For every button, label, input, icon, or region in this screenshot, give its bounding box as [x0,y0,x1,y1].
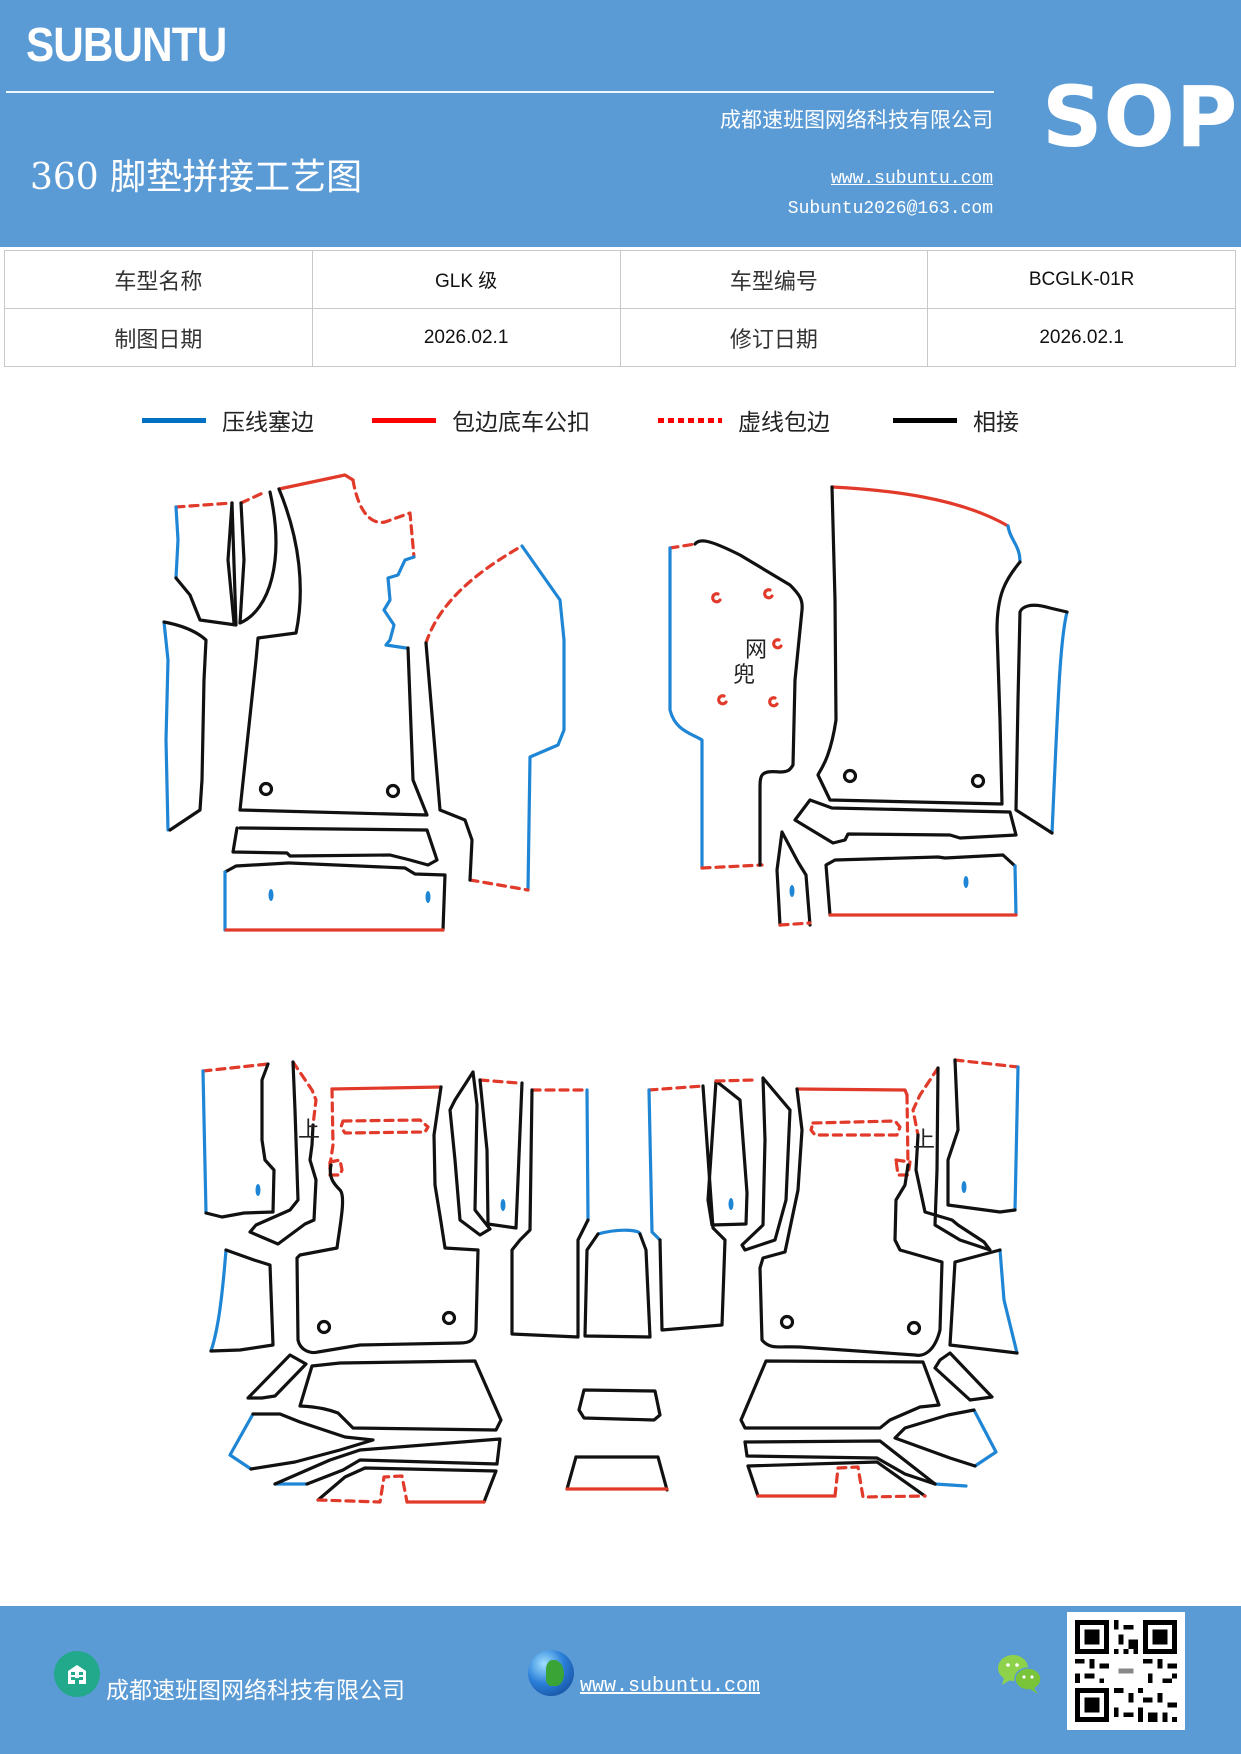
building-icon [54,1651,100,1697]
draw-date-label: 制图日期 [4,308,313,367]
black-line-swatch [893,417,957,423]
blue-line-swatch [142,417,206,423]
company-name: 成都速班图网络科技有限公司 [720,108,993,132]
rear-left-mat-group: 上 [201,1060,590,1504]
net-pocket-label: 网 [745,638,767,663]
footer-company-name: 成都速班图网络科技有限公司 [106,1678,405,1704]
table-row: 车型名称 GLK 级 车型编号 BCGLK-01R [4,250,1236,309]
email-address[interactable]: Subuntu2026@163.com [787,199,993,219]
table-row: 制图日期 2026.02.1 修订日期 2026.02.1 [4,308,1236,367]
legend-label: 虚线包边 [738,410,830,436]
legend-item-press-line: 压线塞边 [142,400,314,440]
front-left-mat-group [162,473,566,932]
vehicle-info-table: 车型名称 GLK 级 车型编号 BCGLK-01R 制图日期 2026.02.1… [4,250,1236,367]
legend-label: 包边底车公扣 [452,410,590,436]
line-legend: 压线塞边 包边底车公扣 虚线包边 相接 [0,400,1241,440]
revision-date-value: 2026.02.1 [927,308,1236,367]
legend-label: 相接 [973,410,1019,436]
header-divider [6,91,994,93]
red-line-swatch [372,417,436,423]
net-pocket-label: 兜 [733,663,755,688]
model-code-value: BCGLK-01R [927,250,1236,309]
draw-date-value: 2026.02.1 [311,308,621,367]
floor-mat-diagram: .k { stroke:#111; stroke-width:3.2; fill… [162,473,1069,1504]
revision-date-label: 修订日期 [619,308,929,367]
sop-badge: SOP [1042,68,1239,166]
footer-website-link[interactable]: www.subuntu.com [580,1675,761,1698]
legend-item-binding-clip: 包边底车公扣 [372,400,590,440]
up-marker-left: 上 [298,1118,320,1143]
document-title: 360 脚垫拼接工艺图 [30,157,363,198]
qr-code [1067,1612,1185,1730]
legend-item-joined: 相接 [893,400,1019,440]
red-dotted-swatch [658,417,722,423]
brand-logo: SUBUNTU [26,19,227,72]
header-banner: SUBUNTU 360 脚垫拼接工艺图 成都速班图网络科技有限公司 www.su… [0,0,1241,247]
model-name-value: GLK 级 [311,250,621,309]
model-name-label: 车型名称 [4,250,313,309]
globe-icon [528,1650,574,1696]
center-tunnel-group [565,1228,669,1492]
legend-label: 压线塞边 [222,410,314,436]
legend-item-dashed-binding: 虚线包边 [658,400,830,440]
model-code-label: 车型编号 [619,250,929,309]
rear-right-mat-group: 上 [647,1058,1020,1499]
up-marker-right: 上 [913,1128,935,1153]
wechat-icon [998,1655,1042,1694]
website-link[interactable]: www.subuntu.com [830,169,993,189]
front-right-mat-group: 网 兜 [668,485,1069,927]
